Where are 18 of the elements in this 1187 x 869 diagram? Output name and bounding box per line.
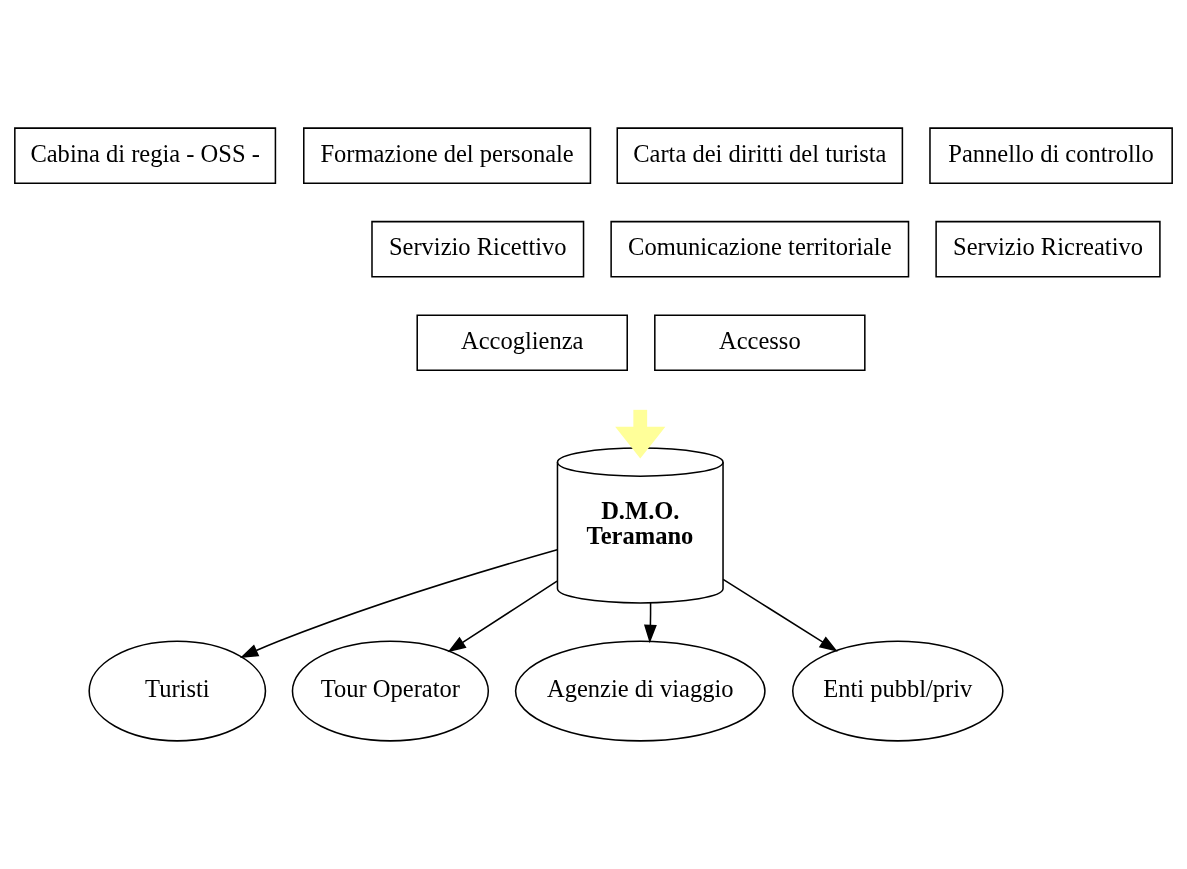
arrow xyxy=(447,580,558,653)
node-ellipse: Agenzie di viaggio xyxy=(514,640,766,742)
arrow xyxy=(615,409,666,459)
arrow xyxy=(643,602,657,644)
node-box: Accesso xyxy=(654,314,866,372)
node-box: Comunicazione territoriale xyxy=(610,220,910,278)
node-box: Pannello di controllo xyxy=(929,127,1173,185)
arrow xyxy=(722,578,838,652)
node-box: Cabina di regia - OSS - xyxy=(14,127,277,185)
node-box: Servizio Ricettivo xyxy=(371,220,585,278)
node-box: Formazione del personale xyxy=(303,127,592,185)
node-box: Accoglienza xyxy=(416,314,628,372)
node-ellipse: Enti pubbl/priv xyxy=(792,640,1004,742)
arrow xyxy=(239,548,558,658)
node-ellipse: Turisti xyxy=(88,640,267,742)
node-ellipse: Tour Operator xyxy=(291,640,490,742)
node-box: Servizio Ricreativo xyxy=(935,220,1161,278)
node-box: Carta dei diritti del turista xyxy=(616,127,904,185)
